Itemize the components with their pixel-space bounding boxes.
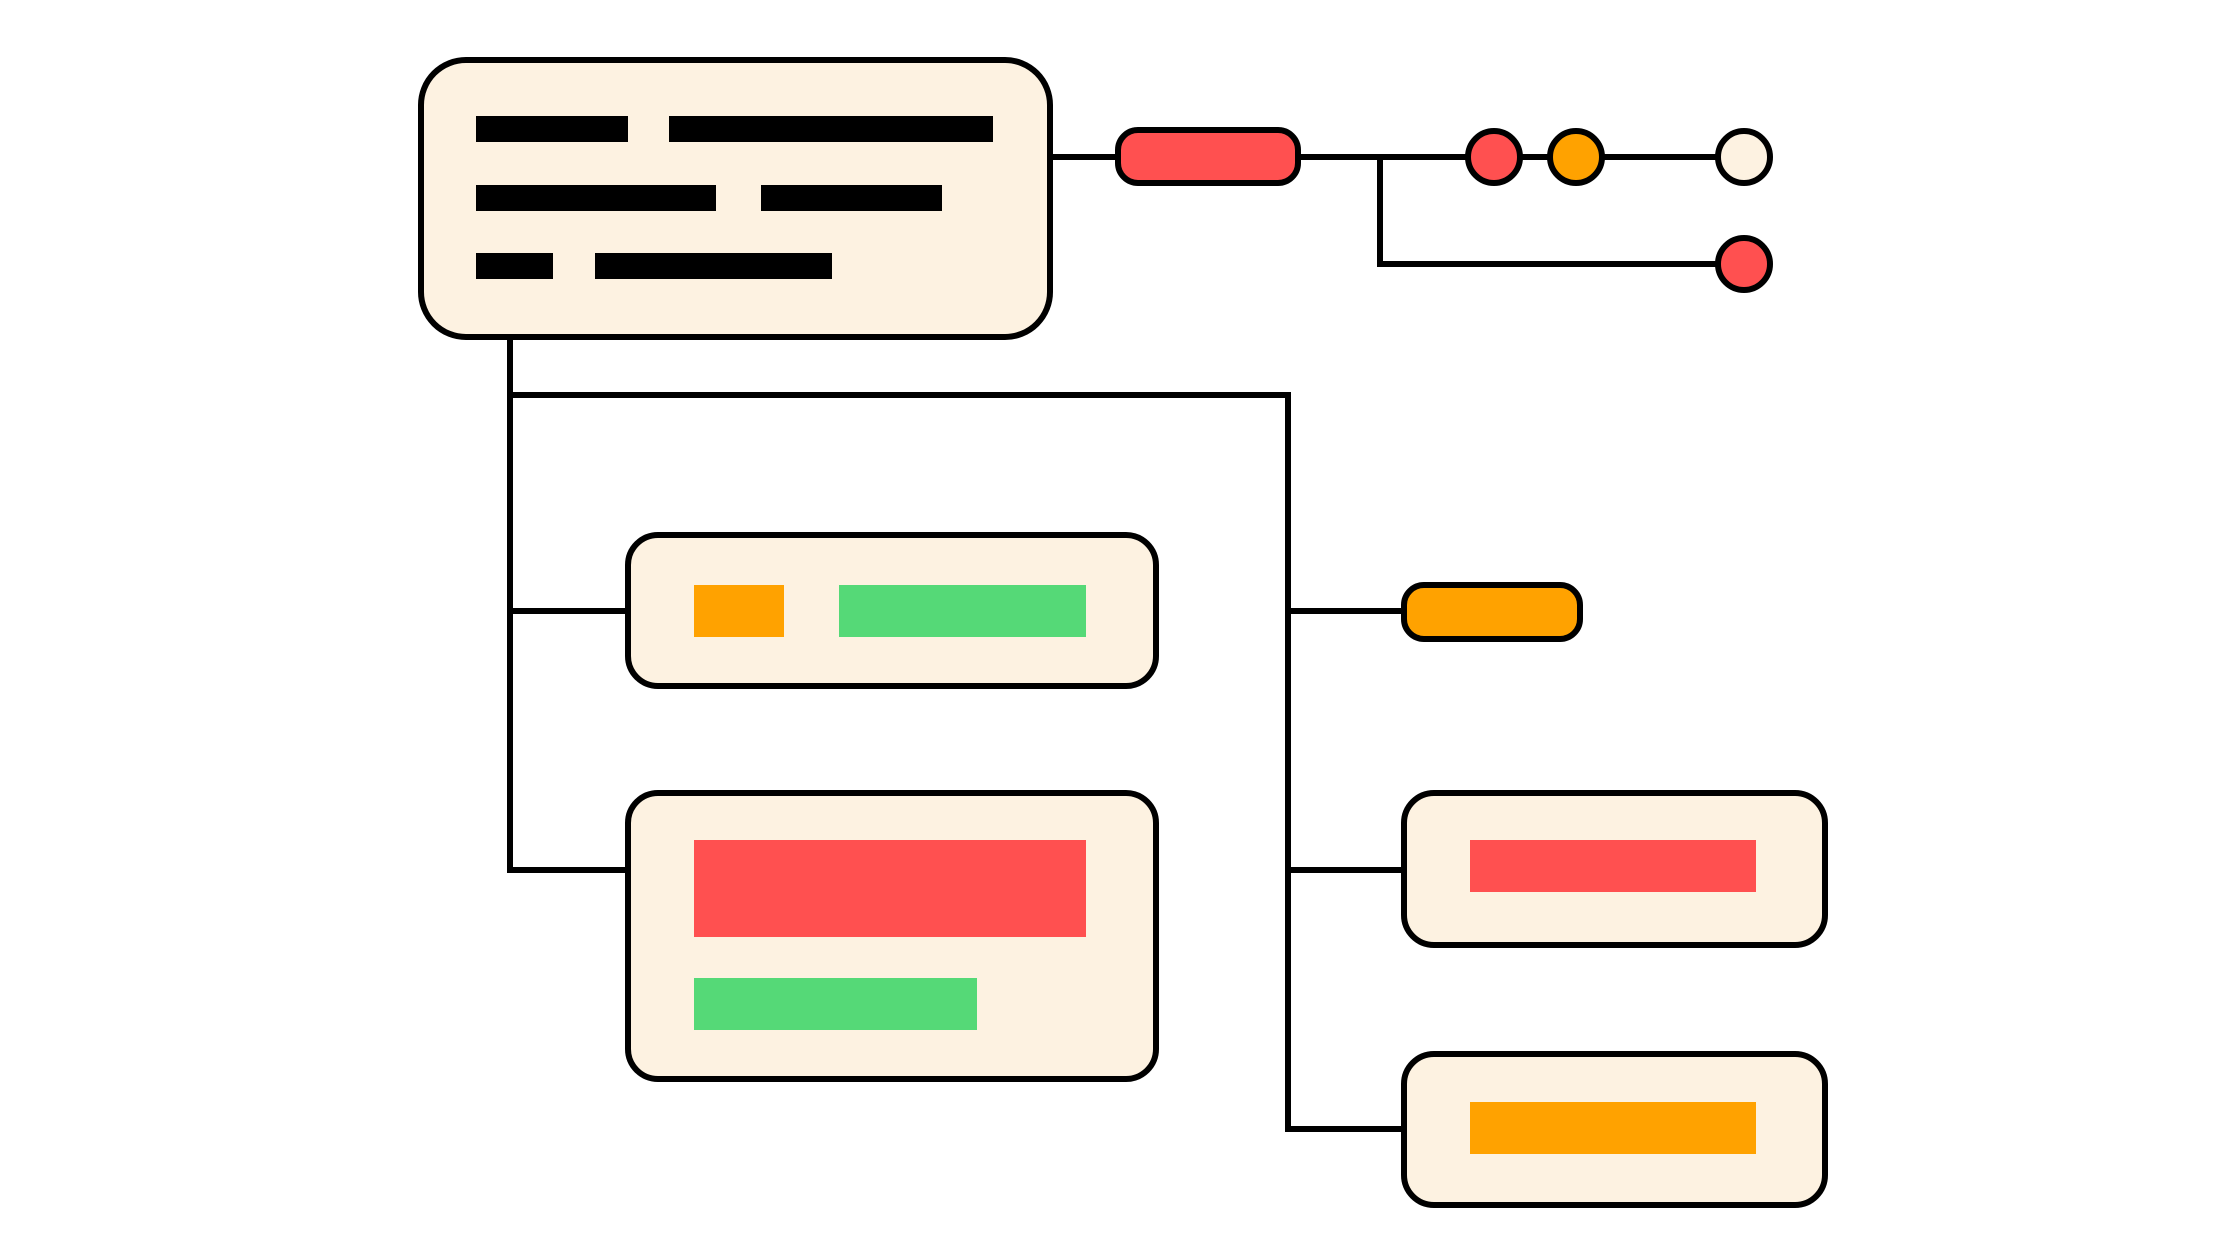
orange-pill-node [1401, 582, 1583, 642]
green-bar [694, 978, 977, 1030]
connector-branch-to-node-row2 [1377, 157, 1716, 267]
right-card-2 [1401, 1051, 1828, 1208]
node-circle-orange [1547, 128, 1605, 186]
connectors [507, 154, 1716, 1132]
node-circle-red-row2 [1715, 235, 1773, 293]
node-circle-cream [1715, 128, 1773, 186]
circle-nodes [1465, 128, 1773, 293]
green-bar [839, 585, 1086, 637]
root-card [418, 57, 1053, 340]
red-bar [1470, 840, 1756, 892]
orange-bar [1470, 1102, 1756, 1154]
connector-right-trunk [510, 392, 1404, 1132]
text-placeholder-line [476, 116, 628, 142]
root-card-text-placeholders [476, 116, 993, 279]
red-pill-node [1115, 127, 1301, 186]
orange-bar [694, 585, 784, 637]
left-card-1 [625, 532, 1159, 689]
connector-root-trunk [507, 337, 628, 873]
text-placeholder-line [476, 185, 716, 211]
node-circle-red [1465, 128, 1523, 186]
text-placeholder-line [761, 185, 942, 211]
text-placeholder-line [669, 116, 993, 142]
red-bar [694, 840, 1086, 937]
left-card-2 [625, 790, 1159, 1082]
text-placeholder-line [476, 253, 553, 279]
text-placeholder-line [595, 253, 832, 279]
right-card-1 [1401, 790, 1828, 948]
